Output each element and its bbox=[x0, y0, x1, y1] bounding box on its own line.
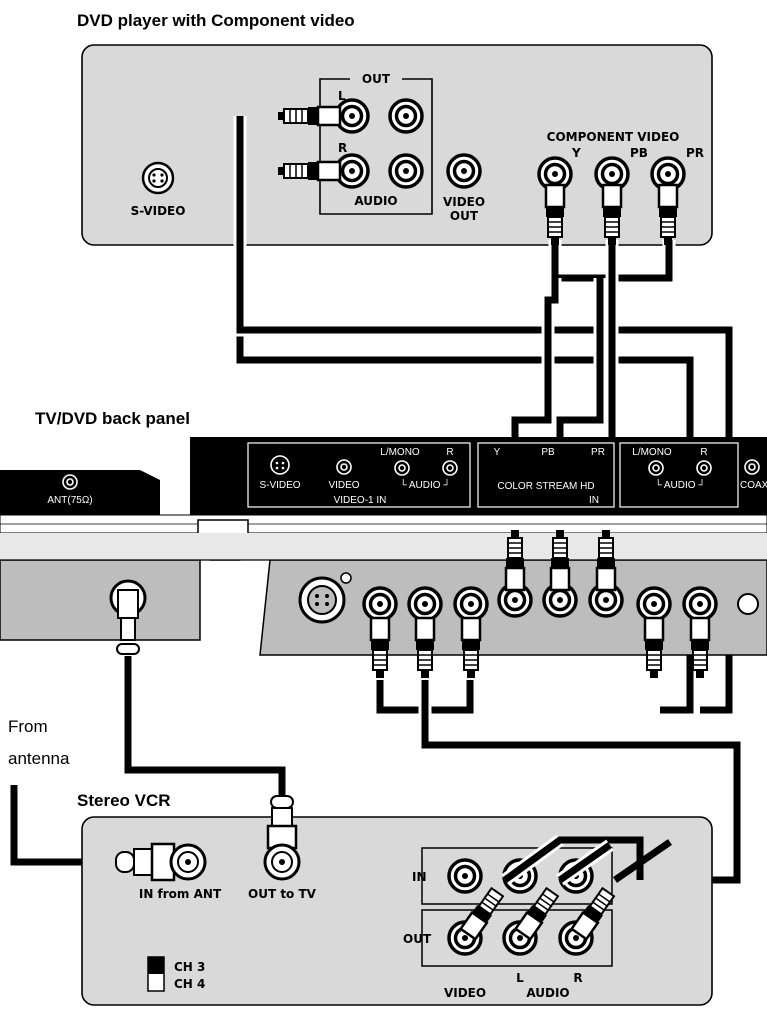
antenna-label-line2: antenna bbox=[8, 749, 70, 768]
tv-r-label: R bbox=[446, 447, 453, 458]
vcr-ch4-label: CH 4 bbox=[174, 977, 205, 991]
tv-component-pb-plug bbox=[549, 528, 571, 592]
tv-lmono2-label: L/MONO bbox=[632, 447, 672, 458]
tv-color-stream-label: COLOR STREAM HD bbox=[497, 481, 594, 492]
dvd-component-y-plug bbox=[544, 183, 566, 247]
tv-y-label: Y bbox=[494, 447, 501, 458]
tv-lower-jack-2 bbox=[407, 586, 443, 622]
tv-video1-in-label: VIDEO-1 IN bbox=[334, 495, 387, 506]
antenna-label-line1: From bbox=[8, 717, 48, 736]
dvd-audio-l-plug bbox=[276, 105, 342, 127]
dvd-out-label: OUT bbox=[362, 72, 391, 86]
dvd-component-pb-plug bbox=[601, 183, 623, 247]
tv-component-y-plug bbox=[504, 528, 526, 592]
tv-svideo-label: S-VIDEO bbox=[259, 480, 300, 491]
tv-audio-in-l-jack bbox=[636, 586, 672, 622]
tv-ant-label: ANT(75Ω) bbox=[47, 495, 92, 506]
dvd-svideo-port bbox=[141, 161, 175, 195]
vcr-channel-switch bbox=[147, 956, 165, 992]
vcr-title: Stereo VCR bbox=[77, 791, 171, 810]
vcr-cable-bottom bbox=[613, 839, 672, 883]
dvd-video-out-label1: VIDEO bbox=[443, 195, 485, 209]
tv-lower-svideo bbox=[298, 572, 352, 624]
tv-audio2-bracket-label: └ AUDIO ┘ bbox=[655, 478, 706, 491]
vcr-audio-label: AUDIO bbox=[526, 986, 569, 1000]
dvd-audio-r2-jack bbox=[388, 153, 424, 189]
dvd-video-out-label2: OUT bbox=[450, 209, 479, 223]
dvd-right-label: R bbox=[338, 141, 347, 155]
tv-component-pr-plug bbox=[595, 528, 617, 592]
tv-svideo-port bbox=[270, 455, 290, 475]
vcr-out-to-tv-label: OUT to TV bbox=[248, 887, 317, 901]
tv-r2-label: R bbox=[700, 447, 707, 458]
vcr-r-label: R bbox=[573, 971, 582, 985]
vcr-in-from-ant-label: IN from ANT bbox=[139, 887, 222, 901]
tv-audio-bracket-label: └ AUDIO ┘ bbox=[400, 478, 451, 491]
component-y-cable bbox=[511, 278, 559, 520]
tv-audio-in-l-plug bbox=[643, 616, 665, 680]
tv-in-label: IN bbox=[589, 495, 599, 506]
tv-pb-label: PB bbox=[541, 447, 555, 458]
tv-plug-2 bbox=[414, 616, 436, 680]
tv-lower-jack-1 bbox=[362, 586, 398, 622]
vcr-l-label: L bbox=[516, 971, 524, 985]
dvd-y-label: Y bbox=[571, 146, 581, 160]
tv-plug-1 bbox=[369, 616, 391, 680]
vcr-in-video-jack bbox=[447, 858, 483, 894]
tv-audio-in-r-plug bbox=[689, 616, 711, 680]
vcr-cable-mid bbox=[557, 842, 613, 883]
coax-tv-vcr-cable bbox=[124, 656, 286, 795]
dvd-audio-right-cable bbox=[236, 171, 733, 714]
vcr-out-label: OUT bbox=[403, 932, 432, 946]
tv-pr-label: PR bbox=[591, 447, 605, 458]
tv-video-label: VIDEO bbox=[328, 480, 359, 491]
tv-panel-title: TV/DVD back panel bbox=[35, 409, 190, 428]
dvd-out-box bbox=[319, 78, 433, 215]
dvd-video-out-jack bbox=[446, 153, 482, 189]
dvd-pb-label: PB bbox=[630, 146, 648, 160]
vcr-ch3-label: CH 3 bbox=[174, 960, 205, 974]
vcr-panel bbox=[81, 816, 713, 1006]
dvd-audio-label: AUDIO bbox=[354, 194, 397, 208]
dvd-audio-l2-jack bbox=[388, 98, 424, 134]
dvd-audio-r-plug bbox=[276, 160, 342, 182]
tv-lmono-label: L/MONO bbox=[380, 447, 420, 458]
tv-lower-jack-3 bbox=[453, 586, 489, 622]
tv-coaxial-label: COAXIAL bbox=[740, 480, 767, 491]
dvd-pr-label: PR bbox=[686, 146, 704, 160]
vcr-video-label: VIDEO bbox=[444, 986, 486, 1000]
dvd-component-label: COMPONENT VIDEO bbox=[547, 130, 680, 144]
dvd-left-label: L bbox=[338, 89, 346, 103]
vcr-in-label: IN bbox=[412, 870, 427, 884]
tv-coax-connector bbox=[109, 579, 147, 655]
tv-audio-in-r-jack bbox=[682, 586, 718, 622]
vcr-in-from-ant-connector bbox=[115, 842, 207, 882]
dvd-title: DVD player with Component video bbox=[77, 11, 355, 30]
dvd-component-pr-plug bbox=[657, 183, 679, 247]
vcr-out-to-tv-connector bbox=[263, 795, 301, 881]
tv-plug-3 bbox=[460, 616, 482, 680]
tv-antenna-strip bbox=[0, 470, 160, 515]
dvd-svideo-label: S-VIDEO bbox=[131, 204, 186, 218]
